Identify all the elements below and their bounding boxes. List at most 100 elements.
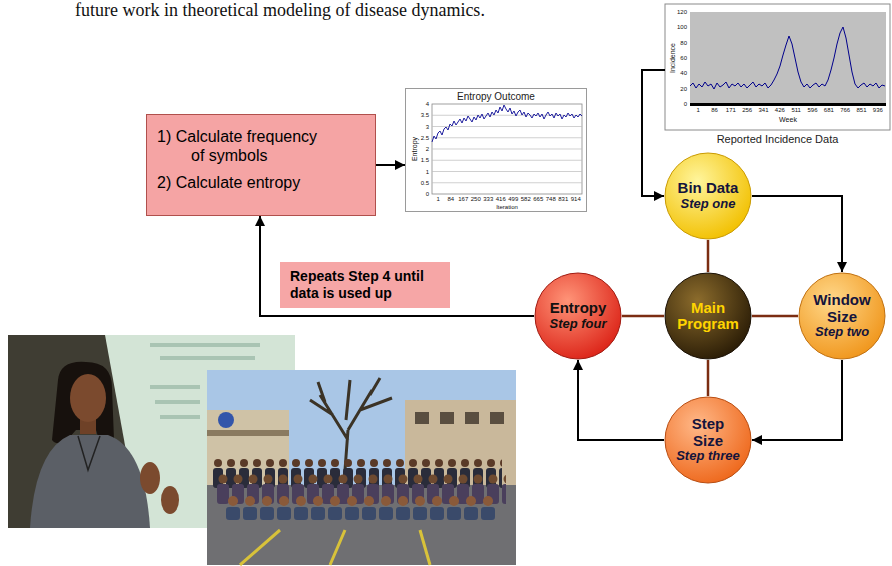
- axis-tick: 582: [521, 196, 531, 202]
- flow-arrow: [752, 196, 842, 272]
- hand: [140, 462, 160, 494]
- spoke-line: [752, 315, 798, 318]
- note-text: Repeats Step 4 until data is used up: [290, 268, 440, 302]
- spoke-line: [622, 315, 664, 318]
- note-box: Repeats Step 4 until data is used up: [280, 262, 450, 308]
- group-photo: [207, 370, 516, 565]
- entropy-chart: [405, 88, 587, 212]
- step-number: Step two: [815, 325, 869, 340]
- axis-tick: 914: [571, 196, 581, 202]
- x-axis: [690, 103, 886, 106]
- axis-title: Entropy: [411, 137, 418, 161]
- axis-tick: 851: [856, 107, 866, 113]
- circle-outline: [665, 273, 751, 359]
- chart-caption: Reported Incidence Data: [665, 133, 890, 145]
- axis-tick: 1: [697, 107, 700, 113]
- step-circle: Window SizeStep two: [798, 272, 886, 360]
- window: [490, 412, 504, 424]
- circle-outline: [535, 273, 621, 359]
- axis-tick: 0: [684, 101, 687, 107]
- spoke-line: [707, 240, 710, 272]
- circle-title: Window Size: [810, 292, 874, 325]
- axis-tick: 84: [447, 196, 454, 202]
- parking-line: [240, 530, 430, 565]
- entropy-series: [432, 105, 582, 142]
- process-box: 1) Calculate frequency of symbols 2) Calc…: [146, 114, 376, 216]
- hub-circle: Main Program: [664, 272, 752, 360]
- axis-tick: 3.5: [421, 112, 429, 118]
- screen-line: [150, 385, 200, 389]
- chart-ground: [405, 88, 587, 212]
- axis-tick: 167: [458, 196, 468, 202]
- screen-line: [155, 400, 200, 404]
- step-number: Step three: [676, 449, 740, 464]
- axis-tick: 665: [533, 196, 543, 202]
- step-circle: Bin DataStep one: [664, 152, 752, 240]
- step-text: 2) Calculate entropy: [157, 173, 365, 192]
- axis-tick: 80: [680, 40, 687, 46]
- flow-arrow: [578, 360, 664, 440]
- screen-line: [160, 415, 200, 419]
- axis-tick: 831: [558, 196, 568, 202]
- flow-arrow: [752, 360, 842, 440]
- axis-tick: 936: [873, 107, 883, 113]
- axis-tick: 40: [680, 70, 687, 76]
- axis-tick: 0.5: [421, 180, 429, 186]
- lanyard: [78, 436, 100, 470]
- axis-tick: 766: [840, 107, 850, 113]
- axis-tick: 60: [680, 55, 687, 61]
- axis-tick: 250: [471, 196, 481, 202]
- screen-line: [150, 343, 260, 347]
- axis-tick: 86: [711, 107, 718, 113]
- step-circle: Step SizeStep three: [664, 396, 752, 484]
- chart-title: Entropy Outcome: [406, 91, 586, 102]
- axis-tick: 0: [426, 191, 429, 197]
- axis-tick: 171: [726, 107, 736, 113]
- axis-tick: 2: [426, 146, 429, 152]
- circle-title: Step Size: [676, 416, 740, 449]
- axis-title: Week: [779, 116, 797, 123]
- sky: [207, 370, 516, 565]
- incidence-chart: [665, 4, 890, 130]
- building-band: [207, 430, 289, 436]
- screen-line: [160, 356, 255, 360]
- plot-area: [432, 104, 582, 194]
- plot-area: [690, 12, 886, 104]
- axis-tick: 416: [496, 196, 506, 202]
- axis-tick: 1: [437, 196, 440, 202]
- window: [415, 412, 429, 424]
- step-number: Step four: [549, 317, 606, 332]
- axis-tick: 100: [677, 24, 687, 30]
- chart-frame: [665, 4, 890, 130]
- hand: [161, 486, 179, 514]
- axis-tick: 3: [426, 124, 429, 130]
- window: [440, 412, 454, 424]
- tree: [310, 378, 392, 470]
- step-text: 1) Calculate frequency of symbols: [157, 127, 327, 165]
- axis-tick: 4: [426, 101, 429, 107]
- circle-title: Bin Data: [678, 180, 739, 197]
- sweater: [30, 435, 150, 528]
- sign-disc: [218, 412, 234, 428]
- circle-outline: [799, 273, 885, 359]
- circle-title: Entropy: [550, 300, 607, 317]
- axis-tick: 120: [677, 9, 687, 15]
- incidence-series: [690, 27, 885, 89]
- chart-panel: Reported Incidence Data: [665, 2, 890, 146]
- axis-tick: 341: [759, 107, 769, 113]
- crowd-row: [225, 496, 497, 520]
- body-text: future work in theoretical modeling of d…: [75, 0, 485, 21]
- axis-tick: 748: [546, 196, 556, 202]
- face: [70, 374, 106, 422]
- axis-tick: 2.5: [421, 135, 429, 141]
- circle-outline: [665, 153, 751, 239]
- axis-title: Iteration: [496, 204, 518, 210]
- hair: [52, 362, 114, 444]
- step-number: Step one: [681, 197, 736, 212]
- circle-title: Main Program: [676, 300, 740, 333]
- axis-title: Incidence: [669, 43, 676, 73]
- axis-tick: 511: [791, 107, 801, 113]
- axis-tick: 426: [775, 107, 785, 113]
- axis-tick: 333: [483, 196, 493, 202]
